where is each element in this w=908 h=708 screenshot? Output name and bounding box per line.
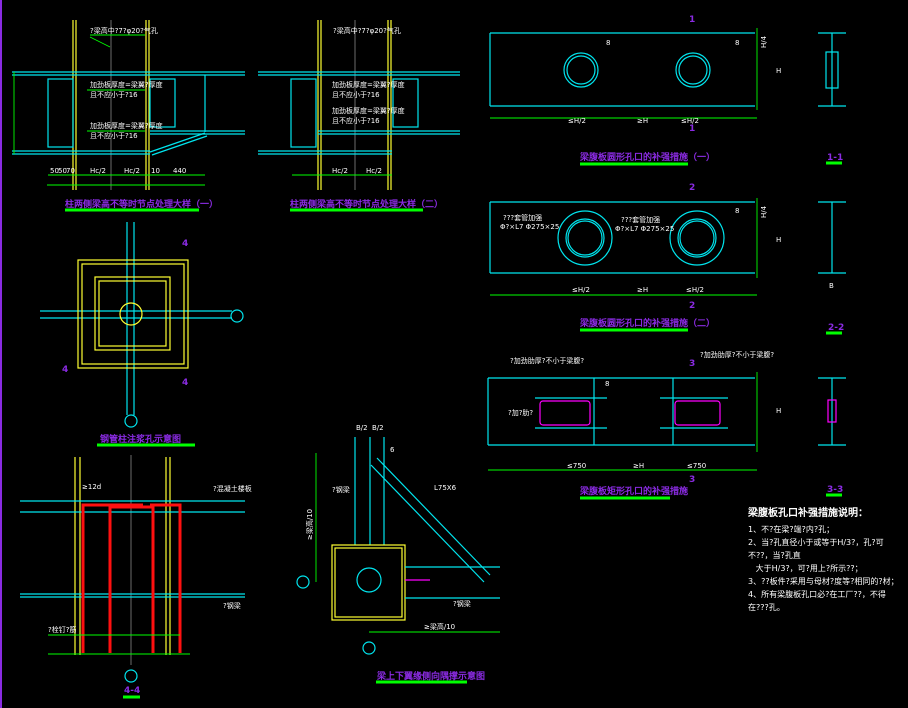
note: ?钢梁 [332, 485, 350, 494]
note: ???套管加强 [621, 215, 660, 224]
dim: B [829, 282, 834, 290]
top-note: ?梁高中?7?φ20?气孔 [333, 26, 401, 35]
note: ?加?肋? [508, 408, 533, 417]
dim: H/4 [760, 205, 768, 218]
notes-block: 梁腹板孔口补强措施说明： 1、不?在梁?端?内?孔； 2、当?孔直径小于或等于H… [748, 507, 904, 614]
dim-hc: Hc/2 [90, 167, 106, 175]
note-item: 1、不?在梁?端?内?孔； [748, 525, 835, 534]
section-1-1-title: 1-1 [827, 153, 843, 163]
section-mark: 4 [62, 365, 68, 375]
weld-mark: 6 [390, 446, 395, 454]
dim: H [776, 407, 781, 415]
weld-mark: 8 [735, 207, 739, 215]
dim: ≤H/2 [681, 117, 699, 125]
web-note: 且不应小于?16 [90, 131, 138, 140]
dim: H [776, 236, 781, 244]
notes-heading: 梁腹板孔口补强措施说明： [748, 508, 868, 519]
dim: H/4 [760, 35, 768, 48]
dim: ≥梁高/10 [424, 622, 455, 631]
section-mark: 1 [689, 124, 695, 134]
section-mark: 2 [689, 183, 695, 193]
web-note: 加劲板厚度=梁翼?厚度 [90, 121, 163, 130]
dim-hc: Hc/2 [332, 167, 348, 175]
note-item: 大于H/3?，可?用上?所示??； [748, 564, 863, 573]
detail-2: ?梁高中?7?φ20?气孔 加劲板厚度=梁翼?厚度 且不应小于?16 加劲板厚度… [258, 20, 460, 212]
section-2-2-title: 2-2 [828, 323, 844, 333]
round-hole-2: 2 2 ???套管加强 Φ?×L7 Φ275×25 ???套管加强 Φ?×L7 … [489, 183, 846, 335]
web-note: 加劲板厚度=梁翼?厚度 [332, 80, 405, 89]
note: ?加劲肋厚?不小于梁腹? [510, 356, 584, 365]
note: ?栓钉?筋 [48, 625, 76, 634]
web-note: 加劲板厚度=梁翼?厚度 [90, 80, 163, 89]
note-item: 4、所有梁腹板孔口必?在工厂??，不得在???孔。 [748, 590, 886, 612]
section-4-4: ≥12d ?混凝土楼板 ?钢梁 ?栓钉?筋 4-4 [20, 455, 252, 699]
web-note: 且不应小于?16 [332, 116, 380, 125]
note: Φ?×L7 Φ275×25 [500, 223, 559, 231]
dim: ≤H/2 [572, 286, 590, 294]
note: ?加劲肋厚?不小于梁腹? [700, 350, 774, 359]
detail-1: ?梁高中?7?φ20?气孔 加劲板厚度=梁翼?厚度 且不应小于?16 加劲板厚度… [12, 20, 245, 212]
dim: ≤H/2 [568, 117, 586, 125]
dim: ≤H/2 [686, 286, 704, 294]
note-item: 3、??板件?采用与母材?度等?相同的?材； [748, 577, 899, 586]
rect-title: 梁腹板矩形孔口的补强措施 [579, 485, 688, 497]
note-item: 2、当?孔直径小于或等于H/3?，孔?可不??，当?孔直 [748, 538, 884, 560]
rect-hole: 3 3 ?加劲肋厚?不小于梁腹? ?加劲肋厚?不小于梁腹? ?加?肋? 8 ≤7… [487, 350, 846, 500]
section-mark: 3 [689, 359, 695, 369]
plan-view: 4 4 4 钢管柱注浆孔示意图 [40, 222, 244, 447]
dim: 10 [151, 167, 160, 175]
section-3-3-title: 3-3 [827, 485, 843, 495]
dim-hc: Hc/2 [124, 167, 140, 175]
round-1-title: 梁腹板圆形孔口的补强措施（一） [579, 151, 715, 163]
dim: H [776, 67, 781, 75]
section-mark: 1 [689, 15, 695, 25]
weld-mark: 8 [735, 39, 739, 47]
detail-2-title: 柱两侧梁高不等时节点处理大样（二） [290, 198, 443, 210]
section-mark: 4 [182, 378, 188, 388]
dim: ≥H [637, 286, 648, 294]
dim: 440 [173, 167, 186, 175]
detail-1-title: 柱两侧梁高不等时节点处理大样（一） [65, 198, 218, 210]
dim: ≤750 [567, 462, 586, 470]
section-mark: 2 [689, 301, 695, 311]
dim: 50 [50, 167, 59, 175]
round-hole-1: 1 1 8 8 ≤H/2 ≥H ≤H/2 H H/4 1-1 梁腹板圆形孔口的补… [489, 15, 846, 166]
web-note: 加劲板厚度=梁翼?厚度 [332, 106, 405, 115]
window-edge [0, 0, 2, 708]
top-note: ?梁高中?7?φ20?气孔 [90, 26, 158, 35]
round-2-title: 梁腹板圆形孔口的补强措施（二） [579, 317, 715, 329]
note: ?钢梁 [453, 599, 471, 608]
web-note: 且不应小于?16 [332, 90, 380, 99]
dim: ≥12d [82, 483, 101, 491]
section-mark: 4 [182, 239, 188, 249]
brace-title: 梁上下翼缘侧向隅撑示意图 [376, 670, 485, 682]
dim: ≤750 [687, 462, 706, 470]
brace-label: L75X6 [434, 484, 457, 492]
section-4-4-title: 4-4 [124, 686, 140, 696]
web-note: 且不应小于?16 [90, 90, 138, 99]
note: Φ?×L7 Φ275×25 [615, 225, 674, 233]
dim-hc: Hc/2 [366, 167, 382, 175]
note: ?钢梁 [223, 601, 241, 610]
plan-title: 钢管柱注浆孔示意图 [100, 433, 181, 445]
dim: ≥H [633, 462, 644, 470]
dim: B/2 [356, 424, 368, 432]
brace-detail: B/2 B/2 L75X6 ?钢梁 ?钢梁 ≥梁高/10 ≥梁高/10 6 梁上… [296, 424, 500, 684]
weld-mark: 8 [605, 380, 609, 388]
dim: B/2 [372, 424, 384, 432]
dim: 50 [58, 167, 67, 175]
weld-mark: 8 [606, 39, 610, 47]
dim: 70 [66, 167, 75, 175]
section-mark: 3 [689, 475, 695, 485]
note: ???套管加强 [503, 213, 542, 222]
dim: ≥梁高/10 [305, 509, 314, 540]
dim: ≥H [637, 117, 648, 125]
note: ?混凝土楼板 [213, 484, 252, 493]
